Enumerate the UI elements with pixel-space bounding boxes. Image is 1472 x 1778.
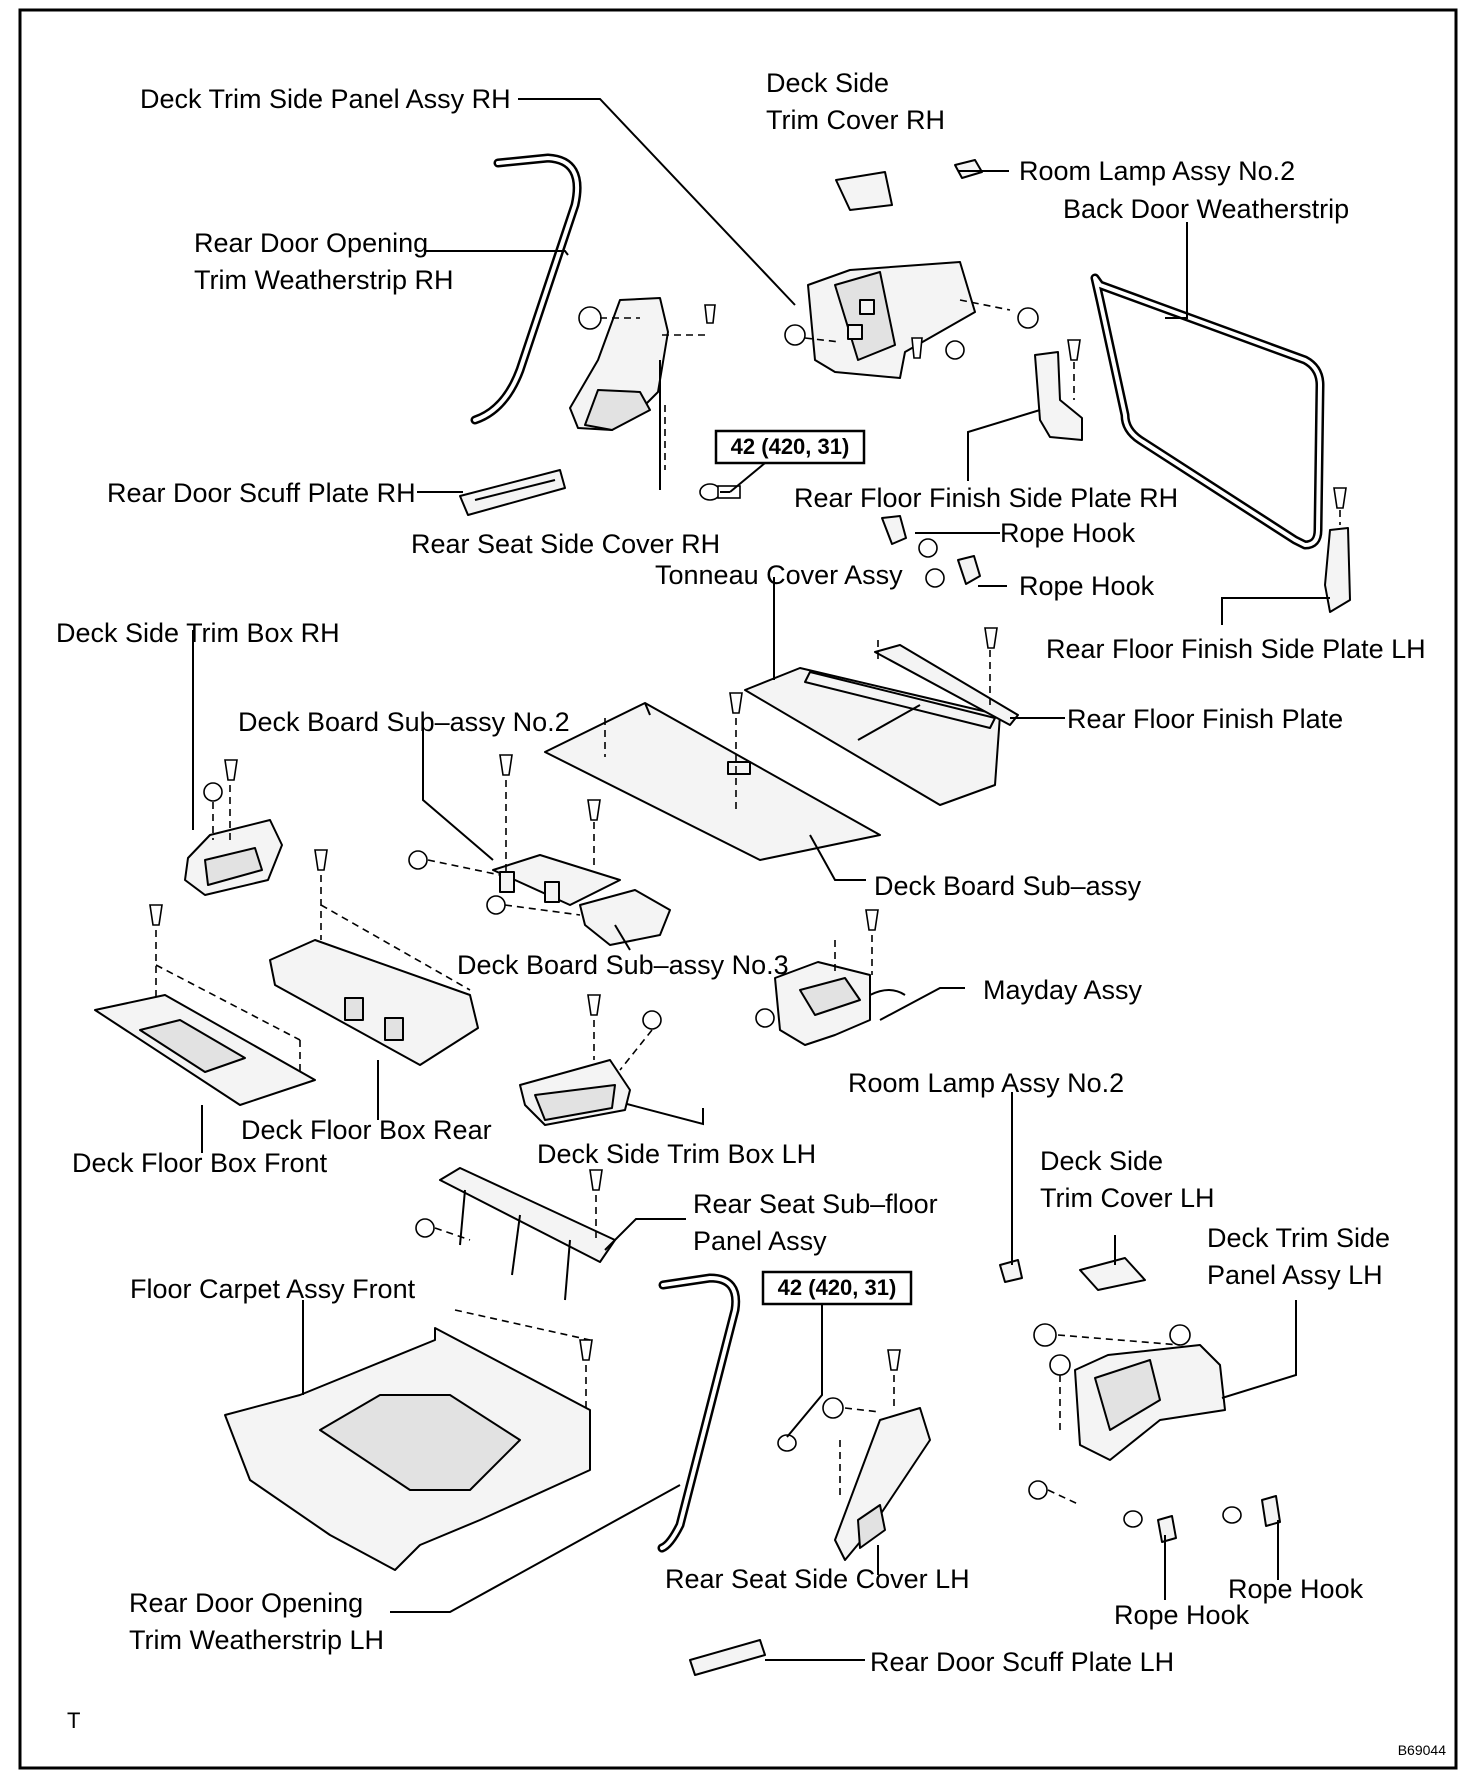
rear-seat-subfloor-part xyxy=(415,1167,616,1301)
floor-carpet-front-part xyxy=(224,1309,593,1571)
deck-floor-box-rear-part xyxy=(269,849,479,1066)
svg-text:42 (420, 31): 42 (420, 31) xyxy=(778,1275,897,1300)
rear-floor-finish-side-plate-rh-part xyxy=(1034,339,1083,441)
back-door-weatherstrip-part xyxy=(1090,273,1325,550)
label-rope-hook-1: Rope Hook xyxy=(1000,518,1136,548)
label-rear-seat-subfloor-1: Rear Seat Sub–floor xyxy=(693,1189,938,1219)
label-deck-floor-box-front: Deck Floor Box Front xyxy=(72,1148,328,1178)
deck-side-trim-cover-lh-part xyxy=(1079,1257,1146,1291)
deck-side-trim-box-lh-part xyxy=(519,994,662,1126)
label-rear-seat-side-cover-rh: Rear Seat Side Cover RH xyxy=(411,529,720,559)
deck-side-trim-box-rh-part xyxy=(184,759,283,896)
label-deck-board: Deck Board Sub–assy xyxy=(874,871,1142,901)
figure-code: B69044 xyxy=(1398,1742,1446,1758)
label-deck-side-trim-box-lh: Deck Side Trim Box LH xyxy=(537,1139,816,1169)
label-rear-door-opening-lh-1: Rear Door Opening xyxy=(129,1588,363,1618)
label-rear-floor-finish-side-lh: Rear Floor Finish Side Plate LH xyxy=(1046,634,1426,664)
rope-hooks-upper-part xyxy=(881,515,981,588)
rope-hooks-lower-part xyxy=(1123,1495,1281,1543)
torque-spec-lower: 42 (420, 31) xyxy=(761,1270,913,1306)
label-rear-door-opening-rh-1: Rear Door Opening xyxy=(194,228,428,258)
label-deck-trim-side-panel-lh-1: Deck Trim Side xyxy=(1207,1223,1390,1253)
leader-lines xyxy=(192,98,1330,1661)
label-mayday: Mayday Assy xyxy=(983,975,1143,1005)
corner-mark: T xyxy=(67,1708,80,1733)
mayday-part xyxy=(755,909,906,1046)
label-rear-seat-subfloor-2: Panel Assy xyxy=(693,1226,827,1256)
label-rear-door-opening-rh-2: Trim Weatherstrip RH xyxy=(194,265,454,295)
label-deck-side-trim-cover-lh-1: Deck Side xyxy=(1040,1146,1163,1176)
label-deck-trim-side-panel-lh-2: Panel Assy LH xyxy=(1207,1260,1383,1290)
label-tonneau-cover: Tonneau Cover Assy xyxy=(655,560,903,590)
rear-floor-finish-side-plate-lh-part xyxy=(1324,487,1351,613)
label-rear-floor-finish-plate: Rear Floor Finish Plate xyxy=(1067,704,1343,734)
label-deck-side-trim-cover-rh-2: Trim Cover RH xyxy=(766,105,945,135)
label-rear-floor-finish-side-rh: Rear Floor Finish Side Plate RH xyxy=(794,483,1178,513)
rear-floor-finish-plate-part xyxy=(874,627,1019,726)
diagram-border xyxy=(18,8,1458,1770)
label-room-lamp-bottom: Room Lamp Assy No.2 xyxy=(848,1068,1124,1098)
label-rope-hook-3: Rope Hook xyxy=(1228,1574,1364,1604)
rear-door-opening-weatherstrip-lh-part xyxy=(657,1273,741,1553)
deck-floor-box-front-part xyxy=(94,904,316,1106)
label-rear-door-opening-lh-2: Trim Weatherstrip LH xyxy=(129,1625,384,1655)
torque-spec-upper: 42 (420, 31) xyxy=(714,429,866,465)
label-rear-door-scuff-lh: Rear Door Scuff Plate LH xyxy=(870,1647,1174,1677)
label-back-door-weatherstrip: Back Door Weatherstrip xyxy=(1063,194,1349,224)
deck-board-no3-part xyxy=(486,889,671,946)
tonneau-cover-part xyxy=(744,667,1001,806)
label-rope-hook-2: Rope Hook xyxy=(1019,571,1155,601)
label-deck-board-no2: Deck Board Sub–assy No.2 xyxy=(238,707,570,737)
label-rear-seat-side-cover-lh: Rear Seat Side Cover LH xyxy=(665,1564,970,1594)
label-deck-floor-box-rear: Deck Floor Box Rear xyxy=(241,1115,492,1145)
rear-seat-side-cover-rh-part xyxy=(569,297,716,490)
deck-board-part xyxy=(544,692,881,861)
rear-door-scuff-plate-lh-part xyxy=(689,1639,766,1676)
label-deck-board-no3: Deck Board Sub–assy No.3 xyxy=(457,950,789,980)
rear-seat-side-cover-lh-part xyxy=(777,1349,931,1561)
label-deck-side-trim-cover-lh-2: Trim Cover LH xyxy=(1040,1183,1215,1213)
room-lamp-rh-part xyxy=(954,159,983,179)
rear-door-scuff-plate-rh-part xyxy=(459,469,566,516)
label-room-lamp-top: Room Lamp Assy No.2 xyxy=(1019,156,1295,186)
deck-trim-side-panel-lh-part xyxy=(1028,1323,1226,1506)
label-rear-door-scuff-rh: Rear Door Scuff Plate RH xyxy=(107,478,416,508)
label-deck-side-trim-box-rh: Deck Side Trim Box RH xyxy=(56,618,340,648)
deck-board-no2-part xyxy=(408,754,621,906)
label-deck-side-trim-cover-rh-1: Deck Side xyxy=(766,68,889,98)
bolt-rh xyxy=(664,405,741,501)
label-rope-hook-4: Rope Hook xyxy=(1114,1600,1250,1630)
svg-text:42 (420, 31): 42 (420, 31) xyxy=(731,434,850,459)
label-floor-carpet-front: Floor Carpet Assy Front xyxy=(130,1274,416,1304)
label-deck-trim-side-panel-rh: Deck Trim Side Panel Assy RH xyxy=(140,84,511,114)
rear-door-opening-weatherstrip-rh-part xyxy=(470,153,582,425)
deck-trim-side-panel-rh-part xyxy=(784,261,1039,379)
deck-side-trim-cover-rh-part xyxy=(835,171,893,211)
